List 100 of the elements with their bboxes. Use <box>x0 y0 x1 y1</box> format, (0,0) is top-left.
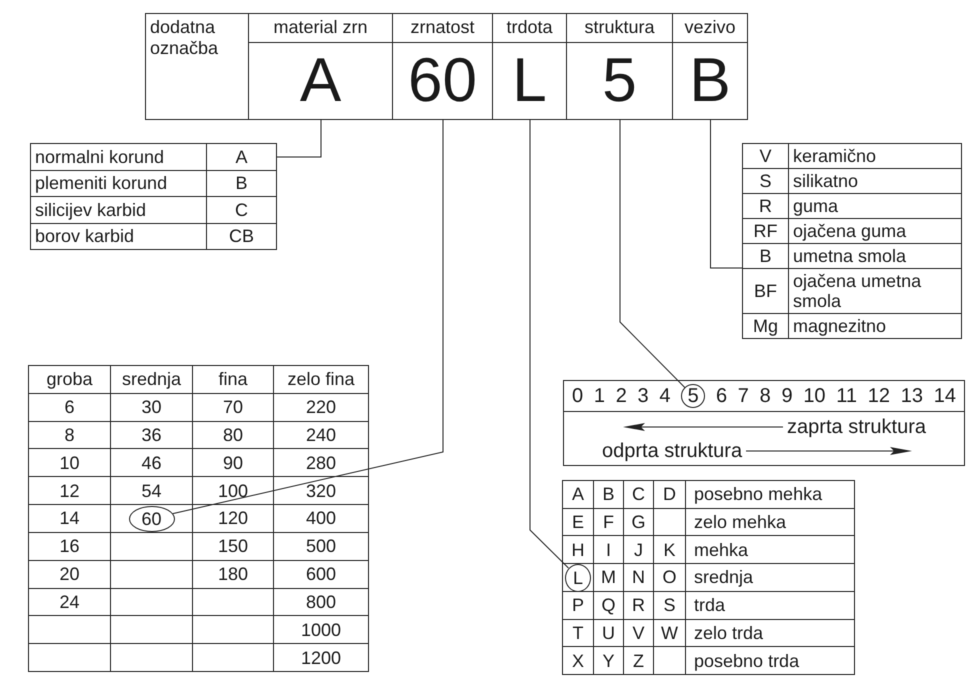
code-column <box>673 13 748 120</box>
table-cell: normalni korund <box>31 144 207 170</box>
table-cell: 220 <box>274 394 369 422</box>
table-cell: G <box>624 508 654 536</box>
table-cell: Y <box>594 647 624 675</box>
leader-line <box>710 120 742 268</box>
table-cell: srednja <box>111 366 193 394</box>
table-cell: zelo mehka <box>686 508 855 536</box>
table-cell: O <box>654 564 686 592</box>
table-cell: X <box>563 647 594 675</box>
circled-value: L <box>565 564 591 592</box>
scale-caption: zaprta struktura <box>787 414 926 438</box>
table-cell: 54 <box>111 477 193 506</box>
table-cell: 320 <box>274 477 369 506</box>
code-character: 60 <box>407 45 478 117</box>
code-character: A <box>298 45 342 117</box>
scale-number: 1 <box>594 384 605 409</box>
scale-number: 10 <box>803 384 826 409</box>
table-cell: K <box>654 536 686 564</box>
table-cell: Q <box>594 592 624 620</box>
table-cell: fina <box>193 366 274 394</box>
table-cell: RF <box>743 219 789 244</box>
table-cell: silicijev karbid <box>31 197 207 224</box>
table-cell: plemeniti korund <box>31 170 207 197</box>
code-table <box>30 143 277 250</box>
leader-line <box>620 120 686 388</box>
table-cell: 180 <box>193 560 274 589</box>
scale-number: 4 <box>659 384 670 409</box>
code-table <box>28 365 369 672</box>
table-cell: ojačena guma <box>789 219 962 244</box>
table-cell: A <box>563 481 594 509</box>
leader-line <box>276 120 322 158</box>
table-cell: D <box>654 481 686 509</box>
column-heading: vezivo <box>673 14 747 43</box>
table-cell: mehka <box>686 536 855 564</box>
table-cell: 1200 <box>274 644 369 672</box>
table-cell: 80 <box>193 422 274 450</box>
table-cell: U <box>594 620 624 648</box>
code-table <box>562 480 855 675</box>
column-heading: material zrn <box>249 14 392 43</box>
code-column <box>493 13 567 120</box>
code-character: 5 <box>601 45 638 117</box>
table-cell: J <box>624 536 654 564</box>
scale-number: 6 <box>716 384 728 409</box>
table-cell: P <box>563 592 594 620</box>
scale-number: 7 <box>738 384 749 409</box>
circled-value: 60 <box>128 506 174 532</box>
table-cell: 46 <box>111 449 193 478</box>
table-cell: 800 <box>274 588 369 616</box>
table-cell: Mg <box>743 314 789 339</box>
table-cell: B <box>743 244 789 269</box>
table-cell: T <box>563 620 594 648</box>
table-cell: posebno mehka <box>686 481 855 509</box>
code-character: B <box>688 45 732 117</box>
table-cell: 12 <box>29 477 111 506</box>
scale-number: 2 <box>616 384 627 409</box>
table-cell: S <box>743 169 789 194</box>
table-cell: W <box>654 620 686 648</box>
code-column <box>249 13 393 120</box>
table-cell: 6 <box>29 394 111 422</box>
table-cell: C <box>624 481 654 509</box>
table-cell: groba <box>29 366 111 394</box>
table-cell: magnezitno <box>789 314 962 339</box>
table-cell: R <box>743 194 789 219</box>
table-cell: 1000 <box>274 616 369 644</box>
scale-number: 8 <box>760 384 771 409</box>
table-cell: srednja <box>686 564 855 592</box>
table-cell: 100 <box>193 477 274 506</box>
table-cell: zelo trda <box>686 620 855 648</box>
scale-number: 0 <box>572 384 584 409</box>
scale-number: 11 <box>836 384 858 409</box>
table-cell: 90 <box>193 449 274 478</box>
table-cell: 16 <box>29 532 111 561</box>
table-cell: M <box>594 564 624 592</box>
table-cell: E <box>563 508 594 536</box>
leader-line <box>530 120 569 569</box>
table-cell: umetna smola <box>789 244 962 269</box>
scale-caption: odprta struktura <box>602 438 742 462</box>
table-cell: H <box>563 536 594 564</box>
table-cell: borov karbid <box>31 224 207 250</box>
code-character: L <box>511 45 548 117</box>
column-heading: trdota <box>493 14 566 43</box>
table-cell: F <box>594 508 624 536</box>
table-cell: trda <box>686 592 855 620</box>
table-cell: 30 <box>111 394 193 422</box>
circled-value: 5 <box>681 384 706 408</box>
table-cell: 10 <box>29 449 111 478</box>
code-table <box>742 143 962 339</box>
table-cell: V <box>624 620 654 648</box>
scale-number: 12 <box>868 384 890 409</box>
table-cell: S <box>654 592 686 620</box>
table-cell: 150 <box>193 532 274 561</box>
leader-line <box>172 120 444 514</box>
table-cell: 120 <box>193 505 274 533</box>
table-cell: zelo fina <box>274 366 369 394</box>
code-column <box>145 13 249 120</box>
structure-scale <box>563 380 965 466</box>
table-cell: A <box>207 144 277 170</box>
scale-number: 14 <box>934 384 956 409</box>
scale-number: 3 <box>638 384 649 409</box>
